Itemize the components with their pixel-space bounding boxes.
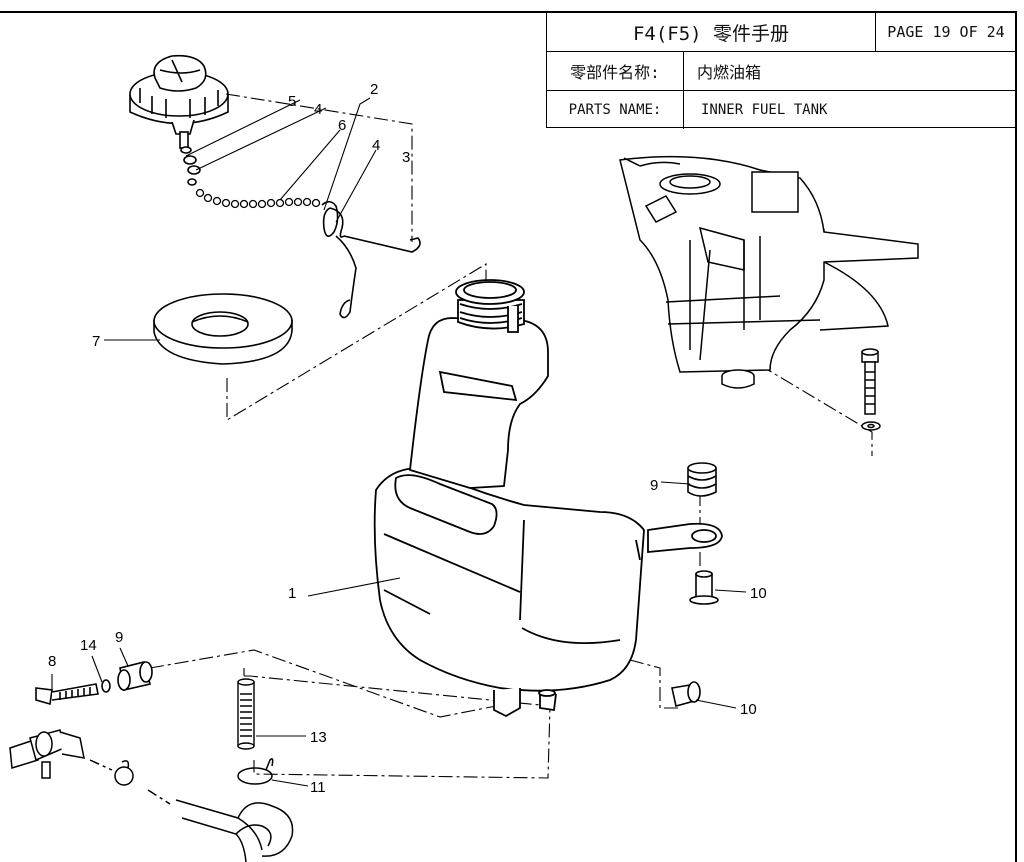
parts-name-value-cn: 内燃油箱 xyxy=(697,63,762,82)
callout-3: 3 xyxy=(402,149,410,166)
callout-4a: 4 xyxy=(314,101,322,118)
collar-10 xyxy=(671,570,719,707)
model-title: F4(F5) 零件手册 xyxy=(632,22,790,45)
grommet-right xyxy=(687,462,717,497)
callout-9-right: 9 xyxy=(650,477,658,494)
fuel-tank xyxy=(373,279,723,718)
chain xyxy=(195,188,321,209)
callout-4b: 4 xyxy=(372,137,380,154)
callout-9-left: 9 xyxy=(115,629,123,646)
chain-clip xyxy=(321,200,421,319)
gasket-washer xyxy=(153,293,293,365)
fuel-cap xyxy=(129,54,229,186)
callout-7: 7 xyxy=(92,333,100,350)
callout-1: 1 xyxy=(288,585,296,602)
fuel-hose xyxy=(89,759,294,862)
page-indicator: PAGE 19 OF 24 xyxy=(887,23,1005,41)
bolt-assembly xyxy=(35,661,153,706)
callout-6: 6 xyxy=(338,117,346,134)
callout-8: 8 xyxy=(48,653,56,670)
callout-10-lower: 10 xyxy=(740,701,757,718)
fuel-filter xyxy=(237,678,255,750)
parts-name-label-cn: 零部件名称: xyxy=(570,63,660,82)
callout-5: 5 xyxy=(288,93,296,110)
fuel-valve xyxy=(9,729,85,779)
leader-lines xyxy=(51,97,747,787)
callout-13: 13 xyxy=(310,729,327,746)
inset-bolt xyxy=(861,348,881,431)
frame-detail xyxy=(619,155,919,389)
title-block: F4(F5) 零件手册 PAGE 19 OF 24 零部件名称: 内燃油箱 PA… xyxy=(546,12,1016,129)
callout-14: 14 xyxy=(80,637,97,654)
parts-name-value-en: INNER FUEL TANK xyxy=(701,102,828,118)
callout-10-upper: 10 xyxy=(750,585,767,602)
parts-name-label-en: PARTS NAME: xyxy=(568,102,662,118)
hose-clamp xyxy=(237,758,274,785)
callout-11: 11 xyxy=(310,779,326,796)
callouts: 1 2 3 4 4 5 6 7 8 9 9 10 10 11 13 14 xyxy=(48,81,767,796)
callout-2: 2 xyxy=(370,81,378,98)
